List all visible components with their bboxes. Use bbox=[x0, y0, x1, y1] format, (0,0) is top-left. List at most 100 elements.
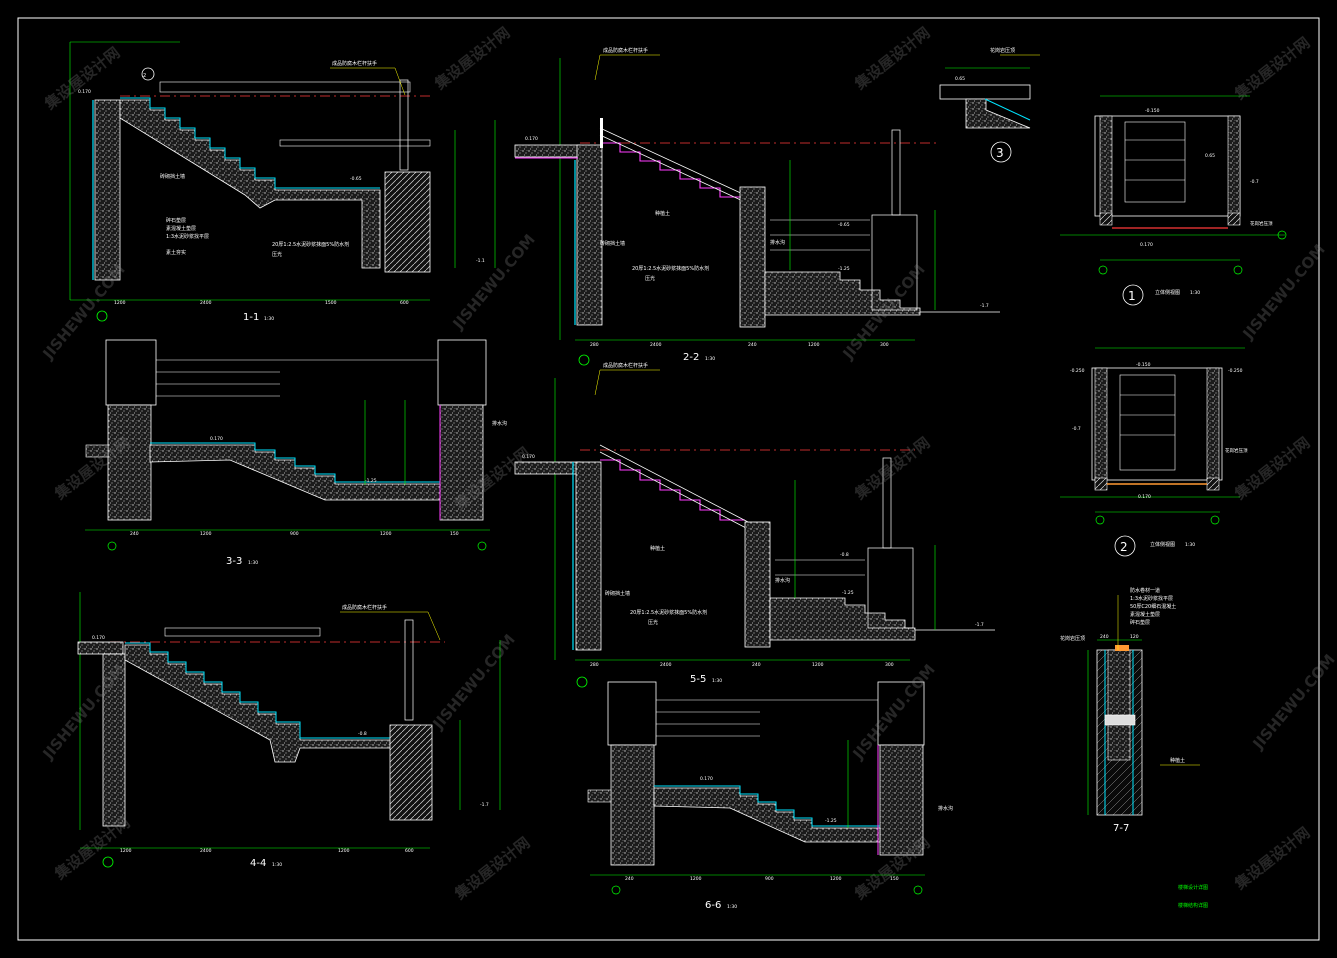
watermark-en: JISHEWU.COM bbox=[39, 261, 129, 364]
detail-1: -0.150 0.65 -0.7 0.170 花岗岩压顶 1 立体侧视图 1:3… bbox=[1060, 95, 1287, 306]
detail-num-1: 1 bbox=[1128, 289, 1136, 303]
watermark-cn: 集设屋设计网 bbox=[1231, 434, 1314, 504]
detail-2: -0.150 -0.250 -0.250 -0.7 0.170 花岗岩压顶 2 … bbox=[1060, 347, 1248, 557]
watermark-en: JISHEWU.COM bbox=[429, 631, 519, 734]
note-finish-5: 20厚1:2.5水泥砂浆抹面5%防水剂 bbox=[630, 609, 707, 616]
level-mid-2: -0.65 bbox=[838, 222, 850, 228]
level-mid-1: -0.65 bbox=[350, 176, 362, 182]
section-label-1-1: 1-1 bbox=[243, 312, 259, 323]
note-soil-7: 种植土 bbox=[1170, 757, 1185, 764]
section-label-7-7: 7-7 bbox=[1113, 823, 1129, 834]
section-2-2: 成品防腐木栏杆扶手 砖砌挡土墙 20厚1:2.5水泥砂浆抹面5%防水剂 压光 种… bbox=[514, 47, 1000, 366]
note-drain-6: 排水沟 bbox=[938, 805, 953, 812]
dim-3-e: 150 bbox=[450, 531, 459, 537]
dim-1-c: 1500 bbox=[325, 300, 337, 306]
watermark-cn: 集设屋设计网 bbox=[1231, 34, 1314, 104]
watermark-en: JISHEWU.COM bbox=[1239, 241, 1329, 344]
level-a-d2: -0.150 bbox=[1136, 362, 1151, 368]
watermark-cn: 集设屋设计网 bbox=[1231, 824, 1314, 894]
dim-1-d: 600 bbox=[400, 300, 409, 306]
note-soil-2: 种植土 bbox=[655, 210, 670, 217]
level-bottom-5: -1.7 bbox=[975, 622, 984, 628]
level-b-d2b: -0.250 bbox=[1228, 368, 1243, 374]
section-6-6: 0.170 -1.25 排水沟 240 1200 900 1200 150 6-… bbox=[587, 681, 953, 911]
level-e-1: -1.1 bbox=[476, 258, 485, 264]
dim-4-d: 600 bbox=[405, 848, 414, 854]
level-bottom-2: -1.7 bbox=[980, 303, 989, 309]
legend-line-2: 楼梯结构详图 bbox=[1178, 902, 1208, 909]
dim-2-e: 300 bbox=[880, 342, 889, 348]
detail-num-3: 3 bbox=[996, 146, 1004, 160]
dim-4-a: 1200 bbox=[120, 848, 132, 854]
detail-num-2: 2 bbox=[1120, 540, 1128, 554]
dim-7-a: 240 bbox=[1100, 634, 1109, 640]
detail-title-1: 立体侧视图 bbox=[1155, 289, 1180, 296]
level-low-5: -1.25 bbox=[842, 590, 854, 596]
note-layer-1: 碎石垫层 bbox=[166, 217, 186, 224]
dim-4-b: 2400 bbox=[200, 848, 212, 854]
watermark-cn: 集设屋设计网 bbox=[851, 434, 934, 504]
dim-1-b: 2400 bbox=[200, 300, 212, 306]
note-drain-3: 排水沟 bbox=[492, 420, 507, 427]
section-label-5-5: 5-5 bbox=[690, 674, 706, 685]
watermark-en: JISHEWU.COM bbox=[449, 231, 539, 334]
dim-6-e: 150 bbox=[890, 876, 899, 882]
level-top-5: 0.170 bbox=[522, 454, 535, 460]
detail-title-2: 立体侧视图 bbox=[1150, 541, 1175, 548]
detail-ref-2: 2 bbox=[143, 73, 146, 79]
level-d-4: -0.8 bbox=[358, 731, 367, 737]
dim-7-b: 120 bbox=[1130, 634, 1139, 640]
section-7-7: 防水卷材一道 1:3水泥砂浆找平层 50厚C20细石混凝土 素混凝土垫层 碎石垫… bbox=[1060, 587, 1200, 834]
level-top-1: 0.170 bbox=[78, 89, 91, 95]
note-railing-5: 成品防腐木栏杆扶手 bbox=[603, 362, 648, 369]
dim-2-d: 1200 bbox=[808, 342, 820, 348]
note-edge-d1: 花岗岩压顶 bbox=[1250, 220, 1273, 227]
note-edge-d2: 花岗岩压顶 bbox=[1225, 447, 1248, 454]
level-g-d1: 0.170 bbox=[1140, 242, 1153, 248]
note-railing-1: 成品防腐木栏杆扶手 bbox=[332, 60, 377, 67]
dim-5-a: 280 bbox=[590, 662, 599, 668]
level-low-2: -1.25 bbox=[838, 266, 850, 272]
watermark-cn: 集设屋设计网 bbox=[451, 834, 534, 904]
note-wall-2: 砖砌挡土墙 bbox=[600, 240, 625, 247]
level-g-d2: 0.170 bbox=[1138, 494, 1151, 500]
dim-2-a: 280 bbox=[590, 342, 599, 348]
level-f-d1: 0.65 bbox=[1205, 153, 1215, 159]
watermark-cn: 集设屋设计网 bbox=[851, 24, 934, 94]
dim-6-a: 240 bbox=[625, 876, 634, 882]
section-scale-6-6: 1:30 bbox=[727, 904, 737, 910]
sheet-border bbox=[17, 17, 1320, 941]
section-scale-5-5: 1:30 bbox=[712, 678, 722, 684]
dim-6-b: 1200 bbox=[690, 876, 702, 882]
dim-5-c: 240 bbox=[752, 662, 761, 668]
section-scale-1-1: 1:30 bbox=[264, 316, 274, 322]
section-scale-3-3: 1:30 bbox=[248, 560, 258, 566]
dim-4-c: 1200 bbox=[338, 848, 350, 854]
section-scale-2-2: 1:30 bbox=[705, 356, 715, 362]
note-drain-5: 排水沟 bbox=[775, 577, 790, 584]
watermark-cn: 集设屋设计网 bbox=[431, 24, 514, 94]
note-layer-4-7: 防水卷材一道 bbox=[1130, 587, 1160, 594]
section-scale-4-4: 1:30 bbox=[272, 862, 282, 868]
note-layer-3: 1:3水泥砂浆找平层 bbox=[166, 233, 209, 240]
level-low-6: -1.25 bbox=[825, 818, 837, 824]
level-top-6: 0.170 bbox=[700, 776, 713, 782]
note-drain-2: 排水沟 bbox=[770, 239, 785, 246]
level-b-d2: -0.250 bbox=[1070, 368, 1085, 374]
level-c-d1: -0.7 bbox=[1250, 179, 1259, 185]
section-label-2-2: 2-2 bbox=[683, 352, 699, 363]
note-finish-1b: 压光 bbox=[272, 251, 282, 258]
dim-1-a: 1200 bbox=[114, 300, 126, 306]
section-label-6-6: 6-6 bbox=[705, 900, 721, 911]
level-a-d1: -0.150 bbox=[1145, 108, 1160, 114]
detail-3: 花岗岩压顶 0.65 3 bbox=[939, 47, 1040, 163]
dim-3-c: 900 bbox=[290, 531, 299, 537]
section-5-5: 成品防腐木栏杆扶手 砖砌挡土墙 20厚1:2.5水泥砂浆抹面5%防水剂 压光 种… bbox=[514, 362, 995, 688]
note-finish-5b: 压光 bbox=[648, 619, 658, 626]
note-finish-1: 20厚1:2.5水泥砂浆抹面5%防水剂 bbox=[272, 241, 349, 248]
level-top-4: 0.170 bbox=[92, 635, 105, 641]
level-d-5: -0.8 bbox=[840, 552, 849, 558]
section-label-3-3: 3-3 bbox=[226, 556, 242, 567]
note-soil-5: 种植土 bbox=[650, 545, 665, 552]
